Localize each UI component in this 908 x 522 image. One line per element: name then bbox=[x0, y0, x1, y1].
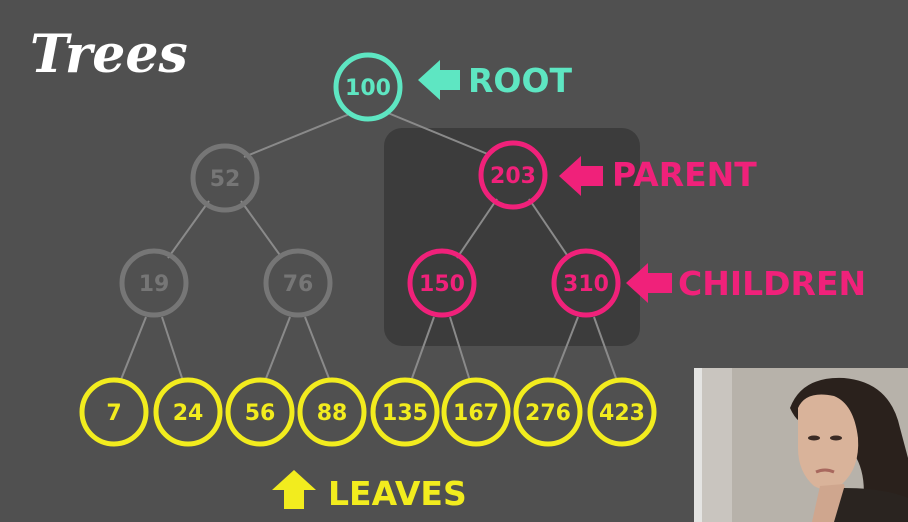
parent-label: PARENT bbox=[612, 155, 757, 194]
node-circle bbox=[79, 377, 149, 447]
node-value: 203 bbox=[490, 164, 536, 189]
presenter-video-image bbox=[694, 368, 908, 522]
node-76: 76 bbox=[263, 248, 333, 318]
leaf-node: 56 bbox=[225, 377, 295, 447]
leaf-node: 135 bbox=[370, 377, 440, 447]
children-label: CHILDREN bbox=[678, 264, 866, 303]
parent-node-203: 203 bbox=[478, 140, 548, 210]
edge-100-203 bbox=[387, 112, 491, 156]
node-value: 423 bbox=[599, 401, 645, 426]
arrow-left-icon bbox=[559, 156, 603, 196]
node-circle bbox=[297, 377, 367, 447]
node-52: 52 bbox=[190, 143, 260, 213]
node-circle bbox=[225, 377, 295, 447]
child-node-150: 150 bbox=[407, 248, 477, 318]
leaves-label: LEAVES bbox=[328, 474, 467, 513]
child-node-310: 310 bbox=[551, 248, 621, 318]
node-19: 19 bbox=[119, 248, 189, 318]
node-value: 276 bbox=[525, 401, 571, 426]
node-circle bbox=[119, 248, 189, 318]
node-value: 76 bbox=[283, 272, 314, 297]
edge-19-24 bbox=[161, 316, 184, 382]
node-value: 7 bbox=[106, 401, 121, 426]
leaf-row: 7 24 56 88 135 167 276 423 bbox=[79, 377, 657, 447]
edge-52-19 bbox=[167, 200, 210, 259]
node-circle bbox=[153, 377, 223, 447]
edge-19-7 bbox=[119, 316, 147, 383]
node-circle bbox=[190, 143, 260, 213]
root-label-group: ROOT bbox=[418, 60, 573, 100]
arrow-left-icon bbox=[418, 60, 460, 100]
node-value: 135 bbox=[382, 401, 428, 426]
leaves-label-group: LEAVES bbox=[272, 470, 467, 513]
leaf-node: 24 bbox=[153, 377, 223, 447]
slide-title: Trees bbox=[30, 24, 188, 85]
node-circle bbox=[333, 52, 403, 122]
presenter-webcam-overlay bbox=[694, 368, 908, 522]
edge-203-310 bbox=[528, 198, 570, 259]
node-circle bbox=[513, 377, 583, 447]
edge-203-150 bbox=[456, 198, 498, 259]
node-circle bbox=[407, 248, 477, 318]
arrow-up-icon bbox=[272, 470, 316, 509]
node-value: 24 bbox=[173, 401, 204, 426]
edge-76-88 bbox=[304, 316, 331, 382]
node-value: 56 bbox=[245, 401, 276, 426]
node-circle bbox=[441, 377, 511, 447]
root-node: 100 bbox=[333, 52, 403, 122]
node-value: 88 bbox=[317, 401, 348, 426]
edge-310-276 bbox=[552, 316, 579, 382]
edge-52-76 bbox=[240, 200, 283, 259]
edge-150-167 bbox=[449, 316, 471, 382]
edge-150-135 bbox=[410, 316, 435, 382]
edge-100-52 bbox=[243, 112, 353, 158]
node-circle bbox=[551, 248, 621, 318]
edge-310-423 bbox=[593, 316, 618, 382]
children-label-group: CHILDREN bbox=[626, 263, 866, 303]
tree-edges bbox=[119, 112, 618, 383]
edge-76-56 bbox=[264, 316, 291, 382]
leaf-node: 423 bbox=[587, 377, 657, 447]
node-value: 19 bbox=[139, 272, 170, 297]
node-circle bbox=[478, 140, 548, 210]
leaf-node: 88 bbox=[297, 377, 367, 447]
arrow-left-icon bbox=[626, 263, 672, 303]
node-circle bbox=[263, 248, 333, 318]
node-value: 100 bbox=[345, 76, 391, 101]
parent-label-group: PARENT bbox=[559, 155, 757, 196]
node-circle bbox=[370, 377, 440, 447]
node-circle bbox=[587, 377, 657, 447]
node-value: 150 bbox=[419, 272, 465, 297]
leaf-node: 7 bbox=[79, 377, 149, 447]
node-value: 310 bbox=[563, 272, 609, 297]
node-value: 52 bbox=[210, 167, 241, 192]
root-label: ROOT bbox=[468, 61, 573, 100]
leaf-node: 167 bbox=[441, 377, 511, 447]
node-value: 167 bbox=[453, 401, 499, 426]
leaf-node: 276 bbox=[513, 377, 583, 447]
